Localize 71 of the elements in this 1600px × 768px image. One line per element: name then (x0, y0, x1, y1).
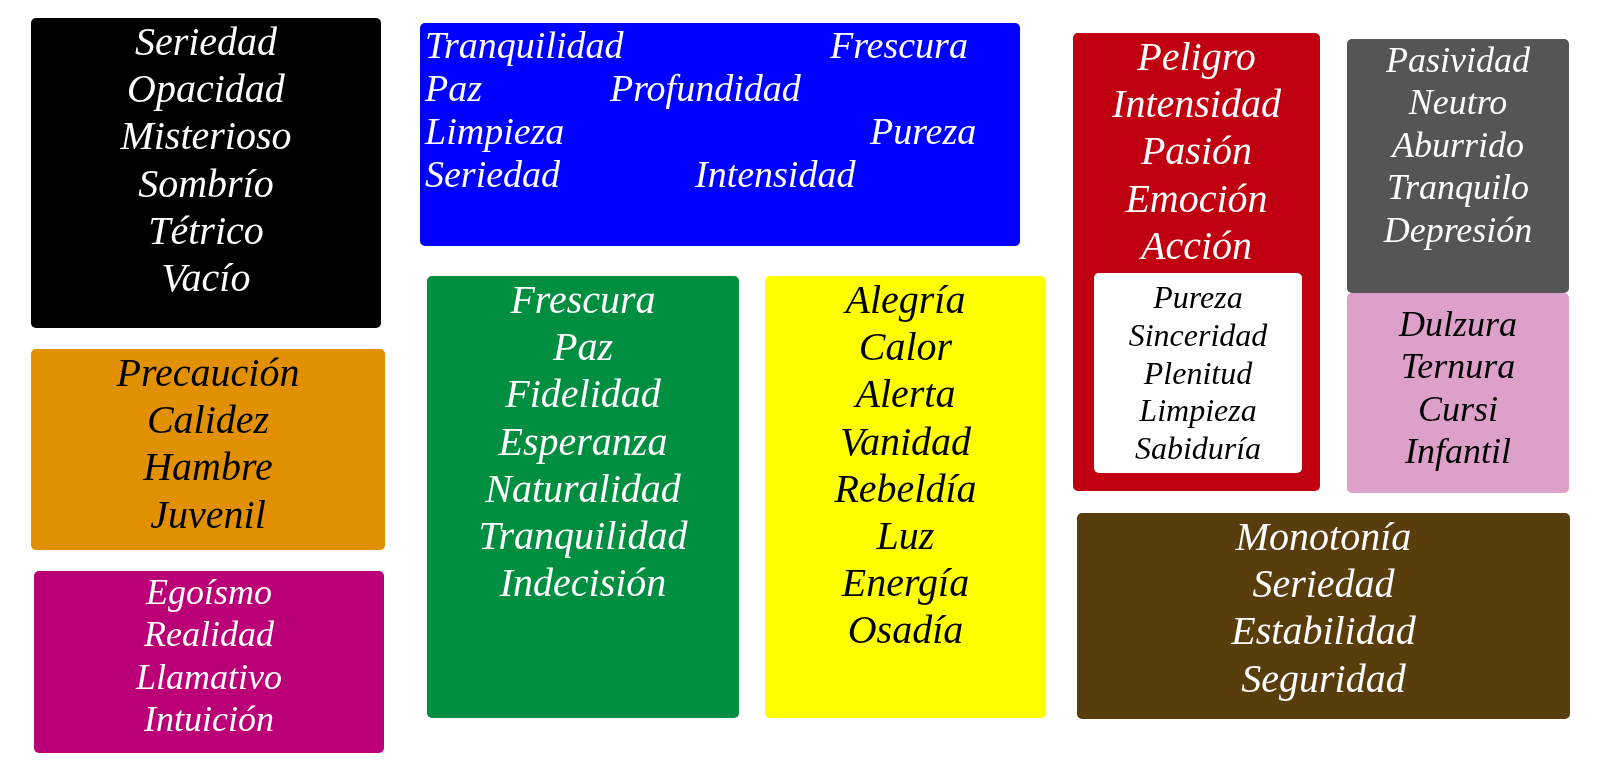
word-label: Ternura (1400, 345, 1516, 388)
word-label: Vacío (161, 253, 251, 302)
word-label: Plenitud (1143, 354, 1253, 393)
word-label: Intensidad (695, 152, 856, 197)
word-label: Tétrico (148, 206, 264, 254)
word-label: Juvenil (150, 490, 266, 538)
word-label: Aburrido (1392, 123, 1524, 167)
word-label: Naturalidad (485, 464, 681, 512)
word-label: Pasión (1140, 127, 1253, 175)
color-panel (1094, 273, 1302, 473)
word-label: Neutro (1408, 81, 1508, 124)
word-label: Luz (876, 511, 935, 560)
word-label: Opacidad (127, 65, 285, 113)
word-label: Seguridad (1241, 654, 1406, 702)
word-label: Egoísmo (146, 571, 272, 614)
color-panel (1073, 33, 1320, 491)
word-label: Monotonía (1235, 513, 1412, 561)
word-label: Pureza (870, 109, 977, 154)
word-label: Depresión (1383, 208, 1533, 252)
word-label: Tranquilidad (478, 511, 688, 560)
word-label: Pureza (1153, 279, 1243, 317)
word-label: Rebeldía (834, 464, 977, 512)
word-label: Infantil (1405, 430, 1511, 473)
color-panel (765, 276, 1046, 718)
word-label: Seriedad (134, 18, 278, 66)
word-label: Calidez (146, 396, 270, 444)
word-label: Sabiduría (1134, 430, 1262, 468)
word-label: Tranquilidad (425, 23, 624, 68)
word-label: Sinceridad (1128, 316, 1268, 355)
word-label: Acción (1140, 221, 1253, 269)
word-label: Indecisión (499, 559, 667, 607)
word-label: Paz (425, 66, 482, 111)
word-label: Llamativo (136, 655, 282, 699)
word-label: Esperanza (498, 417, 668, 465)
word-label: Osadía (847, 606, 964, 654)
color-panel (1347, 293, 1569, 493)
color-panel (1077, 513, 1570, 719)
color-panel (31, 18, 381, 328)
word-label: Limpieza (1139, 392, 1257, 430)
word-label: Dulzura (1399, 303, 1517, 346)
word-label: Cursi (1417, 387, 1498, 431)
color-panel (420, 23, 1020, 246)
word-label: Hambre (143, 443, 273, 491)
word-label: Estabilidad (1231, 607, 1416, 655)
word-label: Emoción (1125, 174, 1268, 222)
word-label: Realidad (144, 613, 274, 656)
word-label: Frescura (830, 23, 968, 68)
color-panel (1347, 39, 1569, 293)
word-label: Frescura (510, 276, 656, 324)
color-panel (34, 571, 384, 753)
word-label: Calor (858, 323, 953, 371)
word-label: Sombrío (138, 159, 274, 207)
word-label: Seriedad (425, 152, 561, 197)
word-label: Limpieza (425, 109, 565, 154)
word-label: Fidelidad (505, 370, 661, 418)
word-label: Precaución (116, 349, 300, 397)
word-label: Profundidad (610, 66, 801, 111)
word-label: Energía (841, 559, 970, 607)
word-label: Vanidad (839, 417, 972, 465)
color-panel (427, 276, 739, 718)
word-label: Intuición (144, 698, 274, 741)
word-label: Paz (553, 323, 613, 371)
word-label: Tranquilo (1386, 166, 1530, 209)
word-label: Alerta (855, 370, 956, 418)
word-label: Seriedad (1252, 560, 1395, 608)
word-label: Intensidad (1112, 80, 1281, 128)
color-panel (31, 349, 385, 550)
word-label: Peligro (1137, 33, 1256, 81)
word-label: Misterioso (120, 112, 292, 160)
word-label: Alegría (845, 276, 966, 324)
word-label: Pasividad (1386, 39, 1530, 82)
